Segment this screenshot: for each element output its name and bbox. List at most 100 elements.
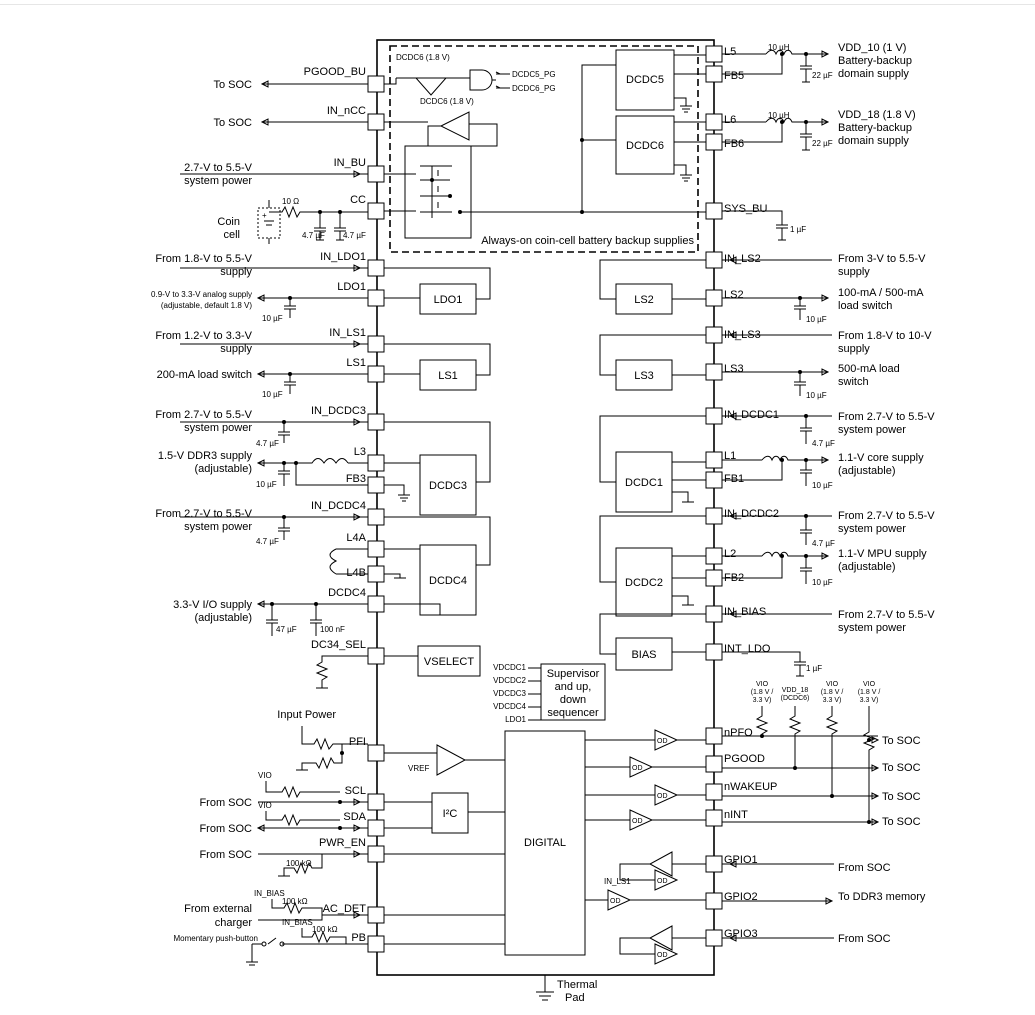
from-soc-pwr-en: From SOC <box>199 849 252 861</box>
pin-name-in-ls2: IN_LS2 <box>724 253 761 265</box>
from-27-bias-line-2: system power <box>838 622 906 634</box>
left-pins <box>367 75 385 953</box>
od-label-pgood: OD <box>632 765 643 772</box>
i2c-block <box>431 792 469 834</box>
vdd18-line-1: VDD_18 (1.8 V) <box>838 109 916 121</box>
pin-name-l5: L5 <box>724 46 736 58</box>
supervisor-line-3: down <box>560 694 586 706</box>
pin-name-dcdc4: DCDC4 <box>328 587 366 599</box>
c47-dcdc1-label: 4.7 µF <box>812 439 835 448</box>
to-soc-in-ncc: To SOC <box>213 117 252 129</box>
digital-label: DIGITAL <box>524 837 566 849</box>
pin-fb3 <box>367 476 385 494</box>
vio-c-line-1: VIO <box>863 681 876 688</box>
pin-in-dcdc4 <box>367 508 385 526</box>
dcdc3-label: DCDC3 <box>429 480 467 492</box>
from-3-55-line-1: From 3-V to 5.5-V <box>838 253 926 265</box>
od-label-gpio3: OD <box>657 952 668 959</box>
pin-name-ac-det: AC_DET <box>323 903 367 915</box>
thermal-line-1: Thermal <box>557 979 597 991</box>
in-ls1-label: IN_LS1 <box>604 877 631 886</box>
ls3-label: LS3 <box>634 370 654 382</box>
r10-label: 10 Ω <box>282 197 299 206</box>
pin-name-in-ncc: IN_nCC <box>327 105 366 117</box>
mpu-supply-line-2: (adjustable) <box>838 561 895 573</box>
pin-l4b <box>367 565 385 583</box>
from-18-55-line-2: supply <box>220 266 252 278</box>
from-soc-gpio3: From SOC <box>838 933 891 945</box>
mpu-supply-line-1: 1.1-V MPU supply <box>838 548 927 560</box>
pin-name-fb5: FB5 <box>724 70 744 82</box>
from-3-55-line-2: supply <box>838 266 870 278</box>
seq-in-vdcdc4: VDCDC4 <box>493 702 526 711</box>
from-18-55-line-1: From 1.8-V to 5.5-V <box>155 253 252 265</box>
pin-name-l6: L6 <box>724 114 736 126</box>
dcdc3-block <box>419 454 477 516</box>
c1u-sys-label: 1 µF <box>790 225 806 234</box>
pin-name-pwr-en: PWR_EN <box>319 837 366 849</box>
vdd18-dcdc6-line-2: (DCDC6) <box>781 695 810 702</box>
l6-ind-label: 10 µH <box>768 111 790 120</box>
to-soc-nint: To SOC <box>882 816 921 828</box>
to-soc-pgood-bu: To SOC <box>213 79 252 91</box>
pin-name-l1: L1 <box>724 450 736 462</box>
pin-name-nwakeup: nWAKEUP <box>724 781 777 793</box>
ls3-out-line-1: 500-mA load <box>838 363 900 375</box>
dcdc6-label-b: DCDC6 (1.8 V) <box>420 97 474 106</box>
from-18-10-line-1: From 1.8-V to 10-V <box>838 330 932 342</box>
pin-name-ls2: LS2 <box>724 289 744 301</box>
pin-l3 <box>367 454 385 472</box>
core-supply-line-1: 1.1-V core supply <box>838 452 924 464</box>
c22a-label: 22 µF <box>812 71 833 80</box>
seq-in-vdcdc2: VDCDC2 <box>493 676 526 685</box>
vio-b-line-1: VIO <box>826 681 839 688</box>
ddr3-supply-line-1: 1.5-V DDR3 supply <box>158 450 253 462</box>
pin-l4a <box>367 540 385 558</box>
dcdc6-label-a: DCDC6 (1.8 V) <box>396 53 450 62</box>
in-bias-pb-label: IN_BIAS <box>282 918 313 927</box>
c47-dcdc2-label: 4.7 µF <box>812 539 835 548</box>
pin-name-ls1: LS1 <box>346 357 366 369</box>
pin-name-scl: SCL <box>345 785 366 797</box>
c10-dcdc2-label: 10 µF <box>812 578 833 587</box>
c47b-label: 4.7 µF <box>343 231 366 240</box>
vio-a-line-2: (1.8 V / <box>751 689 774 696</box>
pin-name-l4a: L4A <box>346 532 366 544</box>
dcdc1-block <box>615 451 673 513</box>
seq-in-ldo1: LDO1 <box>505 715 526 724</box>
pin-name-dc34-sel: DC34_SEL <box>311 639 366 651</box>
supervisor-block <box>540 663 606 721</box>
c10-ls1-label: 10 µF <box>262 390 283 399</box>
dcdc5-block <box>615 49 675 111</box>
dcdc2-label: DCDC2 <box>625 577 663 589</box>
pin-name-pgood-bu: PGOOD_BU <box>304 66 366 78</box>
r100k-pwr-label: 100 kΩ <box>286 859 312 868</box>
vdd10-line-2: Battery-backup <box>838 55 912 67</box>
pin-scl <box>367 793 385 811</box>
vdd10-line-3: domain supply <box>838 68 909 80</box>
c10-dcdc3-label: 10 µF <box>256 480 277 489</box>
c47a-label: 4.7 µF <box>302 231 325 240</box>
vdd18-line-3: domain supply <box>838 135 909 147</box>
pin-ac-det <box>367 906 385 924</box>
seq-in-vdcdc3: VDCDC3 <box>493 689 526 698</box>
od-label-nint: OD <box>632 818 643 825</box>
pin-in-ls1 <box>367 335 385 353</box>
from-27-dcdc1-line-1: From 2.7-V to 5.5-V <box>838 411 935 423</box>
dcdc6-pg-label: DCDC6_PG <box>512 84 556 93</box>
digital-block <box>504 730 586 956</box>
vio-scl-label: VIO <box>258 771 272 780</box>
load-200-label: 200-mA load switch <box>157 369 252 381</box>
io-supply-line-2: (adjustable) <box>195 612 252 624</box>
pin-name-int-ldo: INT_LDO <box>724 643 771 655</box>
ls2-block <box>615 283 673 315</box>
ls2-out-line-1: 100-mA / 500-mA <box>838 287 924 299</box>
pin-ldo1 <box>367 289 385 307</box>
sys-power-1-line-1: 2.7-V to 5.5-V <box>184 162 253 174</box>
pin-name-ldo1: LDO1 <box>337 281 366 293</box>
pin-name-npfo: nPFO <box>724 727 753 739</box>
pin-name-fb1: FB1 <box>724 473 744 485</box>
pin-name-in-dcdc4: IN_DCDC4 <box>311 500 366 512</box>
pin-ls1 <box>367 365 385 383</box>
